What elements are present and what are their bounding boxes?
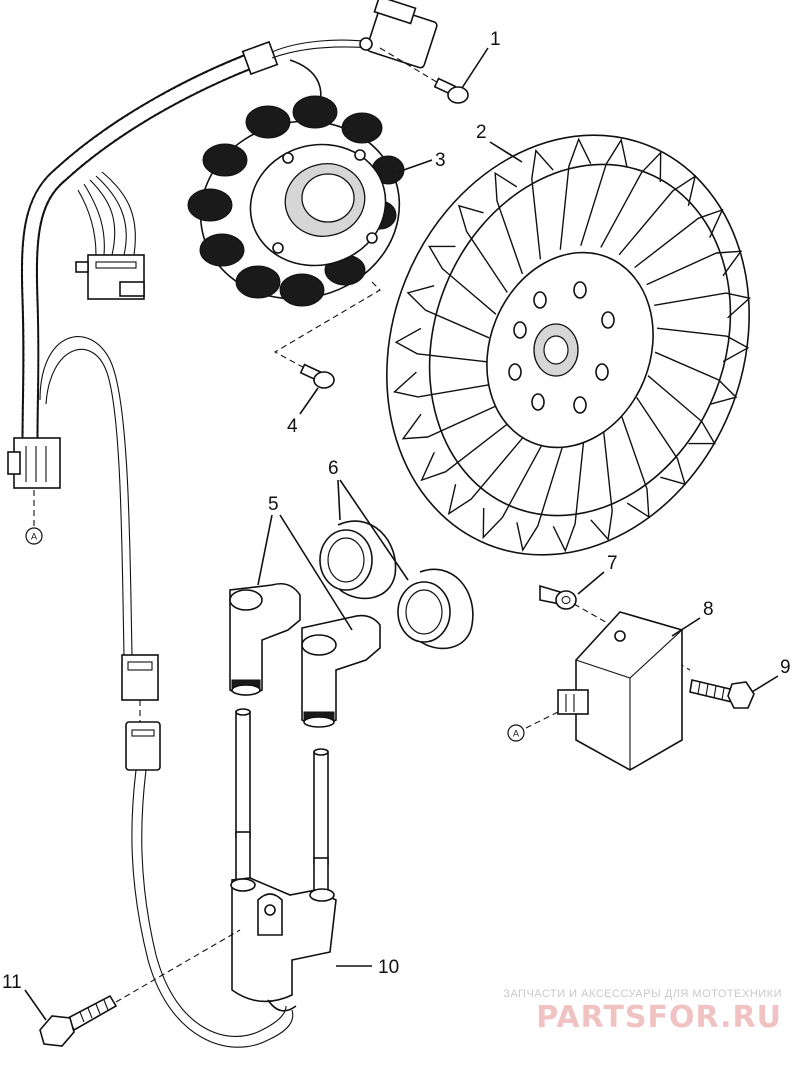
fan-blade	[482, 442, 544, 540]
callout-2: 2	[476, 122, 487, 143]
ht-leads	[235, 708, 329, 899]
fan-blade	[590, 430, 613, 541]
watermark-logo: PARTSFOR.RU	[536, 1000, 782, 1035]
callout-5: 5	[268, 494, 279, 515]
callout-3: 3	[435, 150, 446, 171]
bolt-9	[689, 679, 755, 709]
callout-9: 9	[780, 657, 791, 678]
stator	[187, 95, 405, 307]
fan-blade	[636, 397, 687, 486]
fan-blade	[401, 404, 498, 440]
fan-blade	[634, 208, 724, 269]
fan-blade	[393, 371, 490, 398]
fan-blade	[552, 440, 585, 553]
fan-blade	[580, 138, 628, 246]
fan-blade	[654, 292, 751, 319]
fan-blade	[531, 149, 554, 260]
bolt-11	[39, 929, 241, 1047]
watermark: ЗАПЧАСТИ И АКСЕССУАРЫ ДЛЯ МОТОТЕХНИКИ PA…	[462, 988, 782, 1035]
fan-blade	[394, 327, 487, 363]
fan-blade	[600, 150, 662, 248]
spark-plug-boot-right	[301, 614, 381, 728]
seal-lower	[397, 568, 474, 650]
fan-blade	[420, 421, 510, 482]
fan-blade	[457, 204, 508, 293]
fan-blade	[620, 415, 650, 519]
connector-a-label-2: A	[513, 729, 519, 739]
wiring-harness: A	[7, 0, 438, 545]
spark-plug-boot-left	[229, 582, 301, 696]
flywheel-fan-blades	[393, 137, 751, 553]
flywheel-hub	[486, 251, 654, 449]
connector-a-circle-2	[507, 724, 525, 742]
callout-4: 4	[287, 416, 298, 437]
kill-wire-loop	[39, 336, 294, 1048]
fan-blade	[647, 375, 716, 445]
callout-1: 1	[490, 29, 501, 50]
watermark-tagline: ЗАПЧАСТИ И АКСЕССУАРЫ ДЛЯ МОТОТЕХНИКИ	[503, 988, 782, 1000]
fan-blade	[618, 174, 697, 256]
fan-blade	[516, 444, 564, 552]
connector-a-circle	[25, 527, 43, 545]
fan-blade	[447, 434, 526, 516]
connector-a-label: A	[31, 532, 37, 542]
regulator-module: A	[507, 611, 683, 771]
fan-blade	[406, 285, 490, 339]
fan-blade	[494, 171, 524, 275]
fan-blade	[657, 327, 750, 363]
fan-blade	[559, 137, 592, 250]
callout-6: 6	[328, 458, 339, 479]
callout-8: 8	[703, 599, 714, 620]
fan-blade	[646, 250, 743, 286]
seal-upper	[319, 520, 397, 600]
screw-1	[379, 47, 469, 104]
spacer-7	[539, 584, 691, 671]
callout-7: 7	[607, 553, 618, 574]
screw-4	[299, 363, 335, 389]
fan-blade	[654, 351, 738, 405]
callout-11: 11	[2, 972, 22, 993]
ignition-coil	[230, 877, 337, 1012]
callout-10: 10	[378, 957, 399, 978]
fan-blade	[428, 245, 497, 315]
